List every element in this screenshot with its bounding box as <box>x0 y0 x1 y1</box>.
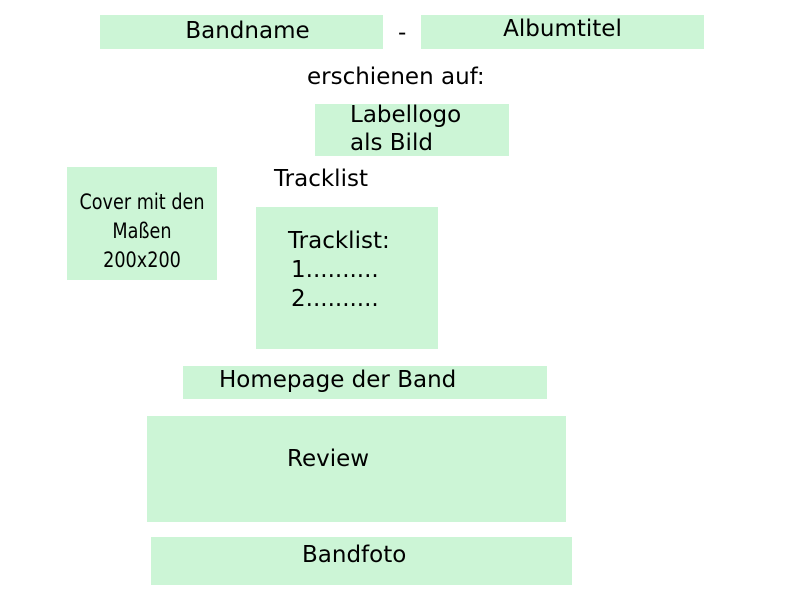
album-title-label: Albumtitel <box>503 16 622 42</box>
cover-caption-line1: Cover mit den <box>79 190 205 214</box>
homepage-label: Homepage der Band <box>219 367 457 393</box>
cover-caption: Cover mit den Maßen 200x200 <box>79 188 205 275</box>
cover-caption-line3: 200x200 <box>103 248 181 272</box>
review-box <box>147 416 566 522</box>
homepage-box <box>183 366 547 399</box>
label-logo-line1: Labellogo <box>350 102 462 128</box>
tracklist-item-1: 1.......... <box>291 257 379 283</box>
tracklist-item-2: 2.......... <box>291 286 379 312</box>
tracklist-box <box>256 207 438 349</box>
cover-image-box: Cover mit den Maßen 200x200 <box>67 167 217 280</box>
review-label: Review <box>287 446 370 472</box>
bandfoto-box <box>151 537 572 585</box>
bandfoto-label: Bandfoto <box>302 542 407 568</box>
cover-caption-line2: Maßen <box>112 219 172 243</box>
title-separator: - <box>398 20 407 46</box>
label-logo-box <box>315 104 509 156</box>
band-name-label: Bandname <box>185 18 310 44</box>
label-logo-line2: als Bild <box>350 130 433 156</box>
released-on-label: erschienen auf: <box>307 64 485 90</box>
album-title-box <box>421 15 704 49</box>
tracklist-heading: Tracklist <box>274 166 368 192</box>
band-name-box <box>100 15 383 49</box>
tracklist-box-title: Tracklist: <box>288 228 390 254</box>
